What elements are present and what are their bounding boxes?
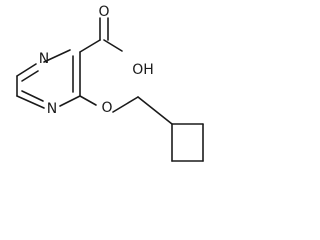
atom-n4-label: N [47, 101, 57, 117]
bond-n4-c5 [16, 95, 45, 109]
atom-o-carbonyl-label: O [98, 4, 109, 20]
atom-oh-label: OH [132, 62, 154, 78]
bond-c6-n1 [16, 63, 37, 77]
cyclobutylmethoxy-group [79, 95, 204, 162]
bond-o-ch2 [112, 96, 139, 113]
bond-c-oh [103, 39, 123, 52]
bond-n4-c5-double [21, 90, 44, 102]
atom-o-ether-label: O [101, 100, 112, 116]
bond-n1-c2 [43, 49, 71, 63]
bond-c6-n1-double [21, 70, 39, 82]
carboxylic-acid-group [79, 17, 123, 53]
bond-ch2-cyclobutyl [137, 96, 173, 125]
atom-n1-label: N [39, 51, 49, 67]
chemical-structure: N N O OH O [16, 4, 204, 162]
bond-c2-cooh [79, 39, 101, 53]
bond-c3-o-ether [79, 95, 97, 106]
bond-c3-n4 [59, 95, 81, 107]
pyrazine-ring [16, 49, 81, 109]
